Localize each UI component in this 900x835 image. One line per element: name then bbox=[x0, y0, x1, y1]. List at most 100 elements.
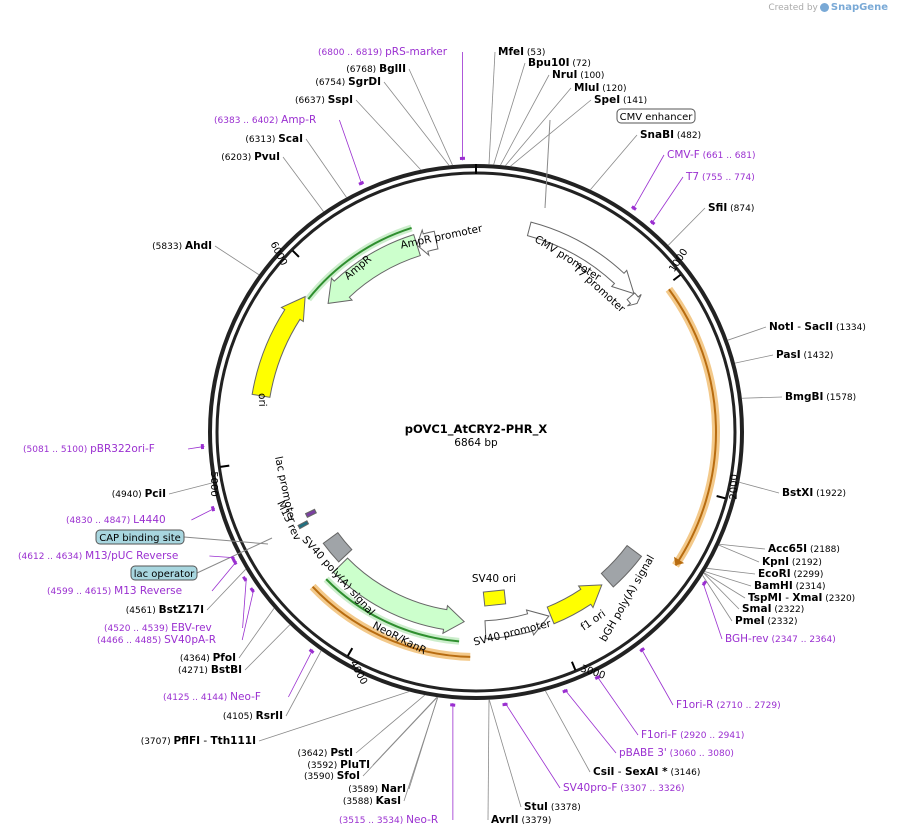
enzyme-name-2: XmaI bbox=[792, 592, 822, 604]
enzyme-leader bbox=[505, 87, 572, 166]
enzyme-label: (4364) PfoI bbox=[180, 652, 236, 664]
enzyme-label: (4561) BstZ17I bbox=[126, 604, 204, 616]
primer-mark bbox=[562, 688, 568, 694]
enzyme-labels: MfeI (53)Bpu10I (72)NruI (100)MluI (120)… bbox=[112, 46, 866, 826]
enzyme-position: (6203) bbox=[221, 153, 254, 163]
enzyme-name: RsrII bbox=[256, 710, 283, 722]
enzyme-leader bbox=[408, 697, 438, 790]
primer-name: CMV-F bbox=[667, 149, 700, 161]
enzyme-separator: - bbox=[614, 766, 624, 778]
enzyme-name: BmgBI bbox=[785, 391, 823, 403]
primer-leader bbox=[339, 119, 363, 186]
enzyme-label: SmaI (2322) bbox=[742, 603, 804, 615]
enzyme-position: (141) bbox=[620, 96, 647, 106]
callout-leader bbox=[544, 119, 551, 209]
enzyme-position: (3588) bbox=[343, 797, 376, 807]
feature-m13-rev bbox=[297, 520, 310, 530]
enzyme-leader bbox=[282, 156, 324, 212]
enzyme-name: PmeI bbox=[735, 615, 765, 627]
enzyme-label: MluI (120) bbox=[574, 82, 627, 94]
feature-sv40-polya bbox=[322, 532, 353, 563]
primer-name: Neo-F bbox=[230, 691, 261, 703]
primer-range: (2710 .. 2729) bbox=[713, 701, 780, 711]
enzyme-position: (3378) bbox=[548, 803, 581, 813]
enzyme-label: (6203) PvuI bbox=[221, 151, 280, 163]
primer-label: (4830 .. 4847) L4440 bbox=[66, 514, 166, 526]
primer-name: pBABE 3' bbox=[619, 747, 667, 759]
enzyme-label: AvrII (3379) bbox=[491, 814, 551, 826]
primer-name: M13/pUC Reverse bbox=[85, 550, 178, 562]
enzyme-leader bbox=[305, 138, 347, 198]
enzyme-name: BstBI bbox=[211, 664, 242, 676]
enzyme-name: AvrII bbox=[491, 814, 519, 826]
primer-mark bbox=[230, 555, 236, 562]
enzyme-separator: - bbox=[794, 321, 804, 333]
enzyme-name: StuI bbox=[524, 801, 548, 813]
primer-label: F1ori-R (2710 .. 2729) bbox=[676, 699, 781, 711]
enzyme-leader bbox=[372, 696, 438, 766]
primer-range: (3060 .. 3080) bbox=[667, 749, 734, 759]
enzyme-label: EcoRI (2299) bbox=[758, 568, 823, 580]
enzyme-label: (4271) BstBI bbox=[178, 664, 242, 676]
primer-leader bbox=[241, 588, 255, 641]
credit-prefix: Created by bbox=[768, 2, 818, 13]
feature-ori bbox=[251, 295, 306, 398]
enzyme-leader bbox=[355, 694, 426, 754]
feature-sv40-promoter bbox=[484, 609, 550, 640]
enzyme-name: PfoI bbox=[213, 652, 236, 664]
enzyme-label: MfeI (53) bbox=[498, 46, 545, 58]
enzyme-name: Acc65I bbox=[768, 543, 807, 555]
enzyme-name: NruI bbox=[552, 69, 577, 81]
enzyme-name: SgrDI bbox=[348, 76, 381, 88]
primer-range: (4466 .. 4485) bbox=[97, 636, 164, 646]
cmv-enhancer-box-label: CMV enhancer bbox=[620, 112, 694, 123]
feature-cap-site bbox=[304, 508, 317, 519]
enzyme-label: (3590) SfoI bbox=[304, 770, 360, 782]
enzyme-name: PasI bbox=[776, 349, 801, 361]
primer-name: SV40pA-R bbox=[164, 634, 216, 646]
enzyme-label: (6637) SspI bbox=[295, 94, 353, 106]
enzyme-name: BstZ17I bbox=[159, 604, 204, 616]
enzyme-name: ScaI bbox=[278, 133, 303, 145]
neo-orf-arc bbox=[311, 585, 471, 658]
primer-name: F1ori-F bbox=[641, 729, 677, 741]
position-tick bbox=[570, 661, 577, 671]
primer-range: (661 .. 681) bbox=[700, 151, 756, 161]
enzyme-separator: - bbox=[782, 592, 792, 604]
enzyme-label: StuI (3378) bbox=[524, 801, 581, 813]
primer-leader bbox=[211, 561, 237, 592]
primer-name: M13 Reverse bbox=[114, 585, 182, 597]
cmv-enhancer-box bbox=[616, 108, 696, 124]
enzyme-label: (3589) NarI bbox=[348, 783, 406, 795]
feature-cmv-promoter bbox=[526, 221, 635, 295]
enzyme-position: (6754) bbox=[315, 78, 348, 88]
enzyme-leader bbox=[727, 326, 767, 341]
primer-name: pBR322ori-F bbox=[90, 443, 155, 455]
enzyme-leader bbox=[168, 482, 213, 495]
insert-glow-arc bbox=[665, 286, 720, 568]
enzyme-position: (6637) bbox=[295, 96, 328, 106]
primer-name: F1ori-R bbox=[676, 699, 713, 711]
enzyme-name: Bpu10I bbox=[528, 57, 570, 69]
enzyme-name: TspMI bbox=[748, 592, 782, 604]
enzyme-position: (874) bbox=[727, 204, 754, 214]
enzyme-name: SpeI bbox=[594, 94, 620, 106]
sv40-ori-label: SV40 ori bbox=[472, 573, 516, 585]
primer-range: (3307 .. 3326) bbox=[617, 784, 684, 794]
primer-range: (4520 .. 4539) bbox=[104, 624, 171, 634]
primer-label: CMV-F (661 .. 681) bbox=[667, 149, 755, 161]
primer-mark bbox=[242, 575, 248, 582]
enzyme-label: KpnI (2192) bbox=[762, 556, 822, 568]
enzyme-position: (6313) bbox=[245, 135, 278, 145]
position-tick bbox=[346, 647, 354, 657]
enzyme-leader bbox=[704, 571, 752, 587]
snapgene-logo-icon bbox=[819, 3, 829, 12]
lac-operator-box bbox=[130, 565, 198, 581]
enzyme-name: BamHI bbox=[754, 580, 793, 592]
enzyme-label: (3588) KasI bbox=[343, 795, 401, 807]
enzyme-label: (4105) RsrII bbox=[223, 710, 283, 722]
enzyme-name: NarI bbox=[381, 783, 406, 795]
enzyme-name: NotI bbox=[769, 321, 794, 333]
enzyme-name: CsiI bbox=[593, 766, 614, 778]
lac-operator-box-label: lac operator bbox=[134, 569, 195, 580]
